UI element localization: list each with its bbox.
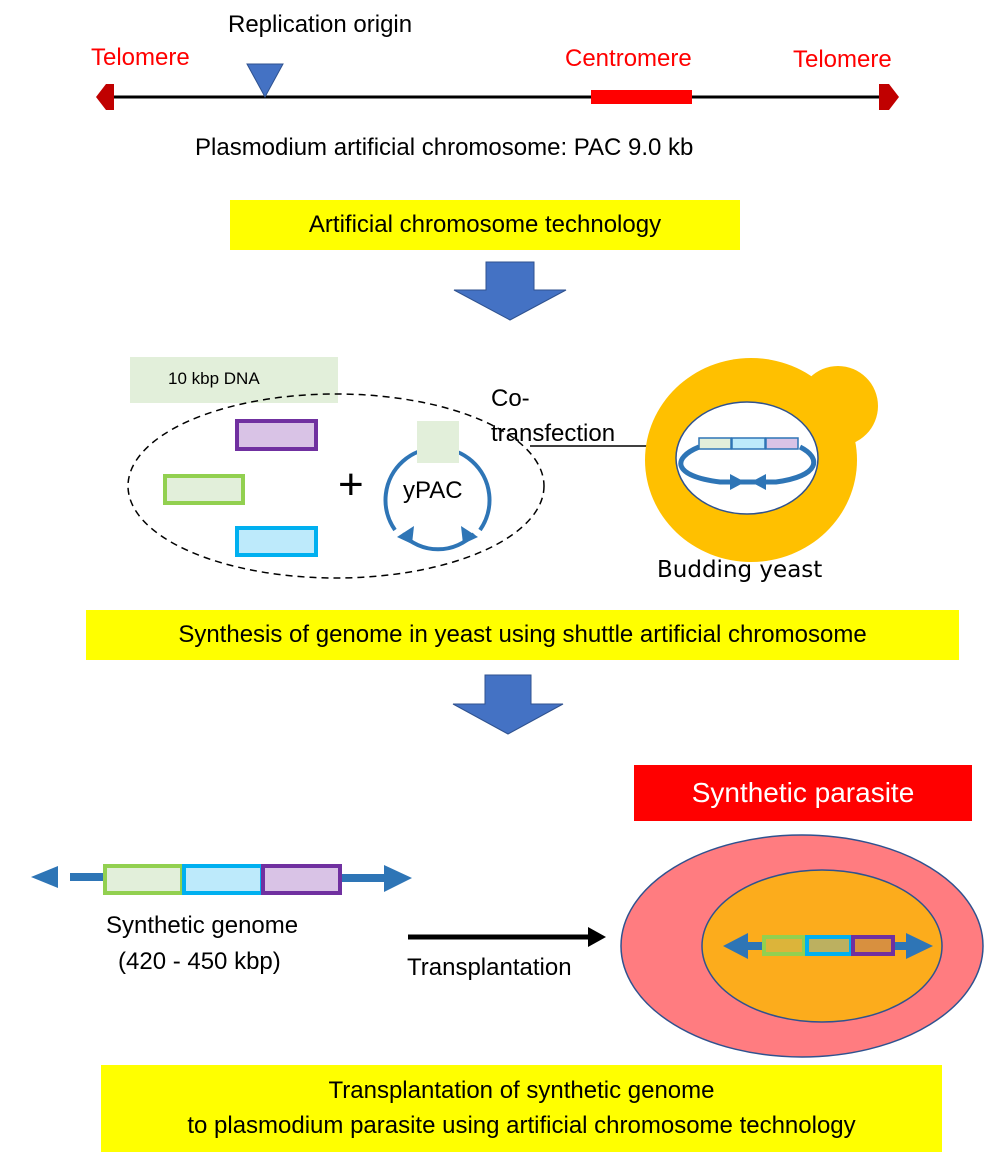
ypac-arrowhead-left	[397, 526, 414, 544]
genome-right-shaft	[340, 874, 385, 882]
dna-fragment-green	[163, 474, 245, 505]
pac-map	[96, 63, 899, 110]
parasite-genome-right-shaft	[893, 942, 908, 950]
yeast-dna-green	[698, 437, 732, 450]
genome-segment-purple	[261, 864, 342, 895]
budding-yeast-label: Budding yeast	[657, 557, 823, 583]
genome-left-shaft	[70, 873, 104, 881]
step-3-text-line2: to plasmodium parasite using artificial …	[187, 1111, 856, 1139]
parasite-segment-green	[762, 935, 806, 956]
synthetic-genome-size: (420 - 450 kbp)	[118, 948, 281, 975]
telomere-right-label: Telomere	[793, 46, 892, 73]
replication-origin-marker	[246, 63, 284, 99]
yeast-circular-dna	[678, 444, 817, 485]
synthetic-genome-linear	[31, 864, 412, 895]
yeast-dna-arrowhead-right	[751, 474, 766, 490]
transplantation-label: Transplantation	[407, 954, 572, 981]
step-artificial-chromosome-technology: Artificial chromosome technology	[230, 200, 740, 250]
ypac-insert-box	[417, 421, 459, 463]
genome-left-arrowhead	[31, 866, 58, 888]
dna-label: 10 kbp DNA	[168, 369, 260, 388]
down-arrow-2	[452, 674, 564, 735]
step-transplantation: Transplantation of synthetic genome to p…	[101, 1065, 942, 1152]
synthetic-parasite-text: Synthetic parasite	[691, 777, 915, 808]
dashed-mixture-ellipse	[127, 393, 545, 579]
cotransfection-label-line2: transfection	[491, 420, 616, 447]
telomere-right-arrow	[879, 84, 899, 110]
parasite-genome-left-arrowhead	[723, 933, 748, 959]
genome-segment-cyan	[182, 864, 264, 895]
down-arrow-1	[453, 261, 567, 321]
transplantation-arrowhead	[588, 927, 606, 947]
synthetic-parasite	[620, 834, 984, 1058]
dna-fragment-cyan	[235, 526, 318, 557]
centromere-label: Centromere	[565, 45, 692, 72]
step-1-text: Artificial chromosome technology	[308, 211, 662, 238]
genome-right-arrowhead	[384, 865, 412, 892]
cotransfection-label-line1: Co-	[491, 385, 530, 412]
step-synthesis-in-yeast: Synthesis of genome in yeast using shutt…	[86, 610, 959, 660]
centromere-block	[591, 90, 692, 104]
yeast-dna-arrowhead-left	[730, 474, 745, 490]
step-2-text: Synthesis of genome in yeast using shutt…	[178, 621, 867, 648]
parasite-genome-left-shaft	[746, 942, 764, 950]
genome-segment-green	[103, 864, 184, 895]
pac-caption: Plasmodium artificial chromosome: PAC 9.…	[195, 134, 694, 161]
ypac-arrowhead-right	[461, 526, 478, 544]
ypac-label: yPAC	[403, 477, 463, 504]
parasite-genome-right-arrowhead	[906, 933, 933, 959]
synthetic-genome-label: Synthetic genome	[106, 912, 299, 939]
yeast-nucleus	[675, 401, 819, 515]
telomere-left-arrow	[96, 84, 114, 110]
parasite-segment-cyan	[805, 935, 853, 956]
plus-sign: +	[338, 460, 364, 509]
replication-origin-label: Replication origin	[228, 11, 413, 38]
yeast-dna-cyan	[731, 437, 766, 450]
telomere-left-label: Telomere	[91, 44, 190, 71]
synthetic-parasite-badge: Synthetic parasite	[634, 765, 972, 821]
parasite-segment-purple	[851, 935, 895, 956]
dna-fragment-mix	[127, 357, 545, 579]
yeast-dna-purple	[765, 437, 799, 450]
budding-yeast	[645, 358, 878, 562]
step-3-text-line1: Transplantation of synthetic genome	[328, 1076, 715, 1104]
dna-fragment-purple	[235, 419, 318, 451]
